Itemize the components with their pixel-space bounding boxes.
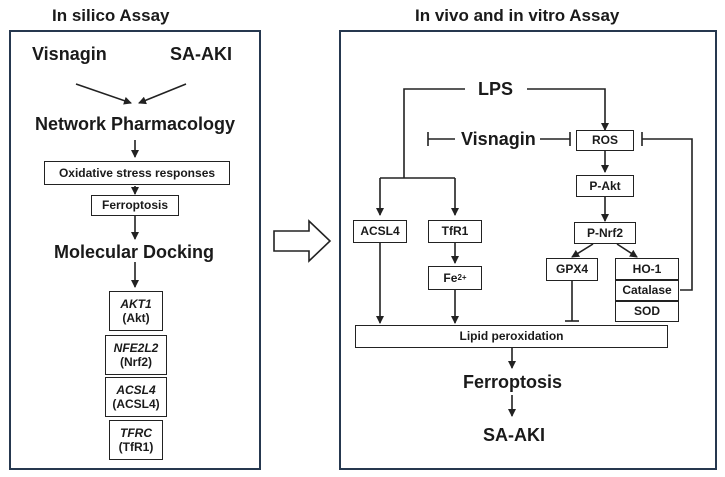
ho-1-box: HO-1 xyxy=(615,258,679,280)
gene-box-acsl4: ACSL4 (ACSL4) xyxy=(105,377,167,417)
network-pharmacology-label: Network Pharmacology xyxy=(35,114,236,134)
ros-box: ROS xyxy=(576,130,634,151)
in-silico-title: In silico Assay xyxy=(52,6,170,25)
acsl4-box: ACSL4 xyxy=(353,220,407,243)
p-akt-box: P-Akt xyxy=(576,175,634,197)
right-visnagin-label: Visnagin xyxy=(461,129,536,149)
left-saaki-label: SA-AKI xyxy=(170,44,232,64)
in-vivo-title: In vivo and in vitro Assay xyxy=(415,6,620,25)
lipid-peroxidation-box: Lipid peroxidation xyxy=(355,325,668,348)
oxidative-stress-box: Oxidative stress responses xyxy=(44,161,230,185)
protein-name-nrf2: (Nrf2) xyxy=(120,355,152,369)
in-silico-panel xyxy=(9,30,261,470)
protein-name-tfr1: (TfR1) xyxy=(118,440,154,454)
in-vivo-panel xyxy=(339,30,717,470)
gene-box-akt1: AKT1 (Akt) xyxy=(109,291,163,331)
p-nrf2-box: P-Nrf2 xyxy=(574,222,636,244)
lps-label: LPS xyxy=(478,79,514,99)
gene-name-nfe2l2: NFE2L2 xyxy=(113,340,159,355)
tfr1-box: TfR1 xyxy=(428,220,482,243)
protein-name-akt: (Akt) xyxy=(122,311,150,325)
fe-label: Fe xyxy=(443,270,458,285)
catalase-box: Catalase xyxy=(615,280,679,301)
gene-name-acsl4: ACSL4 xyxy=(116,382,156,397)
gene-name-tfrc: TFRC xyxy=(120,425,152,440)
sod-box: SOD xyxy=(615,301,679,322)
ferroptosis-label: Ferroptosis xyxy=(463,372,563,392)
left-visnagin-label: Visnagin xyxy=(32,44,107,64)
gene-box-nfe2l2: NFE2L2 (Nrf2) xyxy=(105,335,167,375)
molecular-docking-label: Molecular Docking xyxy=(54,242,215,262)
gpx4-box: GPX4 xyxy=(546,258,598,281)
gene-box-tfrc: TFRC (TfR1) xyxy=(109,420,163,460)
protein-name-acsl4: (ACSL4) xyxy=(112,397,160,411)
gene-name-akt1: AKT1 xyxy=(120,296,152,311)
ferroptosis-box: Ferroptosis xyxy=(91,195,179,216)
fe-charge-label: 2+ xyxy=(457,273,467,283)
sa-aki-outcome-label: SA-AKI xyxy=(483,425,545,445)
